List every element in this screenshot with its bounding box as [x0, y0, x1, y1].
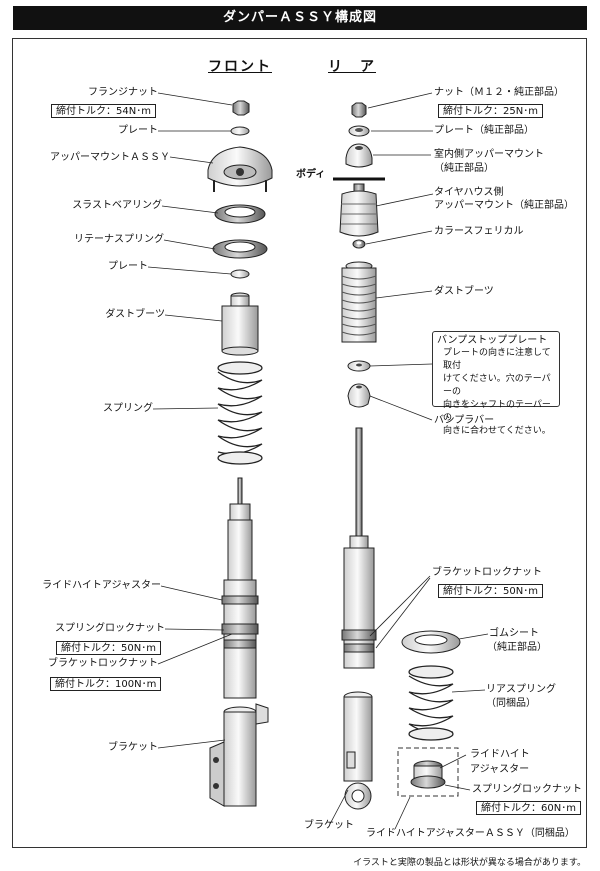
- label-flange-nut: フランジナット: [88, 87, 158, 98]
- label-nut-rear: ナット（Ｍ１２・純正部品）: [434, 87, 564, 98]
- rear-tire-mount: [339, 183, 379, 237]
- rear-ride-height-adjuster: [397, 747, 459, 797]
- torque-spring-lock-nut-front: 締付トルク：50N･m: [56, 641, 161, 655]
- bump-stop-note: バンプストッププレート プレートの向きに注意して取付 けてください。穴のテーパー…: [432, 331, 560, 436]
- front-upper-mount: [207, 146, 273, 192]
- front-flange-nut: [232, 100, 250, 116]
- label-plate-rear: プレート（純正部品）: [434, 125, 534, 136]
- torque-bracket-lock-nut-rear: 締付トルク：50N･m: [438, 584, 543, 598]
- torque-flange-nut: 締付トルク：54N･m: [51, 104, 156, 118]
- label-inner-mount: 室内側アッパーマウント: [434, 149, 544, 160]
- front-dust-boot: [221, 292, 259, 356]
- leader-lines: [147, 92, 489, 830]
- front-shock-body: [221, 477, 259, 699]
- label-bump-rubber: バンプラバー: [434, 415, 495, 426]
- label-ride-height-rear: ライドハイト: [470, 749, 530, 760]
- label-upper-mount: アッパーマウントＡＳＳＹ: [50, 152, 170, 163]
- rear-rubber-seat: [401, 630, 461, 654]
- section-front: フロント: [208, 59, 272, 75]
- label-rha-assy: ライドハイトアジャスターＡＳＳＹ（同梱品）: [366, 828, 575, 839]
- label-rubber-seat-sub: （純正部品）: [487, 642, 547, 653]
- label-inner-mount-sub: （純正部品）: [434, 163, 494, 174]
- label-ride-height-adjuster-front: ライドハイトアジャスター: [42, 580, 161, 591]
- rear-bump-rubber: [347, 383, 371, 408]
- label-bracket-front: ブラケット: [108, 742, 158, 753]
- label-bracket-lock-nut-front: ブラケットロックナット: [48, 658, 158, 669]
- bump-note-line-3: 向きをシャフトのテーパーの: [443, 400, 551, 423]
- label-dust-boot-front: ダストブーツ: [105, 309, 165, 320]
- diagram-frame: [12, 38, 587, 848]
- rear-inner-mount: [345, 143, 373, 168]
- torque-bracket-lock-nut-front: 締付トルク：100N･m: [50, 677, 162, 691]
- front-plate-mid: [230, 269, 250, 279]
- label-bracket-lock-nut-rear: ブラケットロックナット: [432, 567, 542, 578]
- rear-nut: [351, 102, 367, 118]
- rear-collar: [352, 239, 366, 249]
- torque-spring-lock-nut-rear: 締付トルク：60N･m: [476, 801, 581, 815]
- front-thrust-bearing: [214, 204, 266, 224]
- label-spring-front: スプリング: [103, 403, 153, 414]
- label-body: ボディ: [296, 169, 326, 180]
- label-tire-mount: タイヤハウス側: [434, 187, 504, 198]
- label-spring-lock-nut-rear: スプリングロックナット: [472, 784, 582, 795]
- page-title: ダンパーＡＳＳＹ構成図: [13, 6, 587, 30]
- label-rear-spring: リアスプリング: [486, 684, 556, 695]
- front-retainer-spring: [212, 239, 268, 259]
- label-collar: カラースフェリカル: [434, 226, 524, 237]
- label-rear-spring-sub: （同梱品）: [486, 698, 536, 709]
- disclaimer: イラストと実際の製品とは形状が異なる場合があります。: [353, 858, 586, 868]
- label-thrust-bearing: スラストベアリング: [72, 200, 162, 211]
- front-bracket: [209, 703, 269, 807]
- label-dust-boot-rear: ダストブーツ: [434, 286, 494, 297]
- label-bracket-rear: ブラケット: [304, 820, 354, 831]
- bump-note-line-1: プレートの向きに注意して取付: [443, 348, 551, 371]
- bump-note-line-2: けてください。穴のテーパーの: [443, 374, 551, 397]
- label-ride-height-rear-sub: アジャスター: [470, 764, 530, 775]
- label-plate-mid: プレート: [108, 261, 148, 272]
- label-retainer-spring: リテーナスプリング: [74, 234, 164, 245]
- torque-nut-rear: 締付トルク：25N･m: [438, 104, 543, 118]
- rear-dust-boot: [341, 261, 377, 343]
- label-plate-top: プレート: [118, 125, 158, 136]
- section-rear: リ ア: [328, 59, 376, 75]
- front-spring: [217, 361, 263, 465]
- rear-shock: [341, 427, 377, 669]
- rear-bump-plate: [347, 360, 371, 372]
- label-rubber-seat: ゴムシート: [489, 628, 539, 639]
- rear-plate: [348, 125, 370, 137]
- bump-note-line-4: 向きに合わせてください。: [443, 426, 551, 436]
- label-tire-mount-sub: アッパーマウント（純正部品）: [434, 200, 574, 211]
- rear-spring: [408, 665, 454, 741]
- label-spring-lock-nut-front: スプリングロックナット: [55, 623, 165, 634]
- rear-bracket: [343, 691, 373, 810]
- front-plate-top: [230, 126, 250, 136]
- label-bump-plate: バンプストッププレート: [437, 335, 548, 346]
